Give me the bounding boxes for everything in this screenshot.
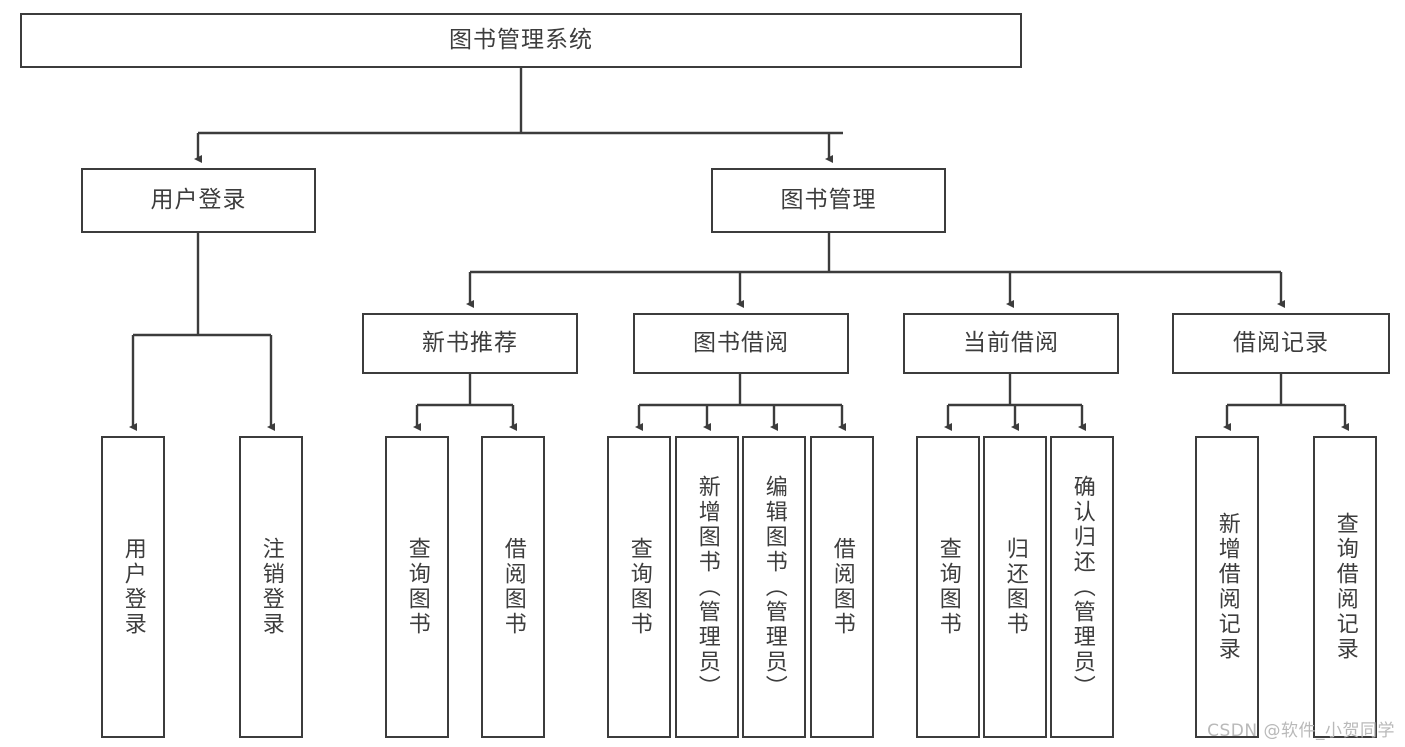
node-label: 图书借阅 xyxy=(693,329,789,356)
csdn-watermark: CSDN @软件_小贺同学 xyxy=(1207,721,1395,741)
leaf-borrow-borrow-book[interactable]: 借阅图书 xyxy=(810,436,874,738)
node-label: 确认归还（管理员） xyxy=(1069,474,1095,700)
node-label: 用户登录 xyxy=(120,537,146,637)
node-label: 注销登录 xyxy=(258,537,284,637)
node-label: 用户登录 xyxy=(150,186,247,213)
leaf-borrow-query-book[interactable]: 查询图书 xyxy=(607,436,671,738)
node-new-book-recommend[interactable]: 新书推荐 xyxy=(362,313,578,374)
node-label: 查询图书 xyxy=(935,537,961,637)
node-root-book-management-system[interactable]: 图书管理系统 xyxy=(20,13,1022,68)
leaf-user-login[interactable]: 用户登录 xyxy=(101,436,165,738)
node-borrow-record[interactable]: 借阅记录 xyxy=(1172,313,1390,374)
node-label: 查询图书 xyxy=(626,537,652,637)
node-label: 新增图书（管理员） xyxy=(694,474,720,700)
leaf-record-add-borrow-record[interactable]: 新增借阅记录 xyxy=(1195,436,1259,738)
node-label: 借阅图书 xyxy=(829,537,855,637)
node-label: 图书管理 xyxy=(780,186,877,213)
node-label: 图书管理系统 xyxy=(449,26,593,53)
node-label: 查询图书 xyxy=(404,537,430,637)
node-label: 归还图书 xyxy=(1002,537,1028,637)
leaf-user-logout[interactable]: 注销登录 xyxy=(239,436,303,738)
node-label: 当前借阅 xyxy=(963,329,1059,356)
node-current-borrow[interactable]: 当前借阅 xyxy=(903,313,1119,374)
leaf-borrow-add-book-admin[interactable]: 新增图书（管理员） xyxy=(675,436,739,738)
node-user-login[interactable]: 用户登录 xyxy=(81,168,316,233)
node-label: 查询借阅记录 xyxy=(1332,512,1358,662)
leaf-record-query-borrow-record[interactable]: 查询借阅记录 xyxy=(1313,436,1377,738)
node-book-borrow[interactable]: 图书借阅 xyxy=(633,313,849,374)
leaf-borrow-edit-book-admin[interactable]: 编辑图书（管理员） xyxy=(742,436,806,738)
node-label: 新增借阅记录 xyxy=(1214,512,1240,662)
leaf-current-query-book[interactable]: 查询图书 xyxy=(916,436,980,738)
leaf-current-confirm-return-admin[interactable]: 确认归还（管理员） xyxy=(1050,436,1114,738)
leaf-recommend-borrow-book[interactable]: 借阅图书 xyxy=(481,436,545,738)
node-label: 借阅记录 xyxy=(1233,329,1329,356)
node-label: 借阅图书 xyxy=(500,537,526,637)
leaf-current-return-book[interactable]: 归还图书 xyxy=(983,436,1047,738)
node-label: 新书推荐 xyxy=(422,329,518,356)
node-book-management[interactable]: 图书管理 xyxy=(711,168,946,233)
leaf-recommend-query-book[interactable]: 查询图书 xyxy=(385,436,449,738)
node-label: 编辑图书（管理员） xyxy=(761,474,787,700)
